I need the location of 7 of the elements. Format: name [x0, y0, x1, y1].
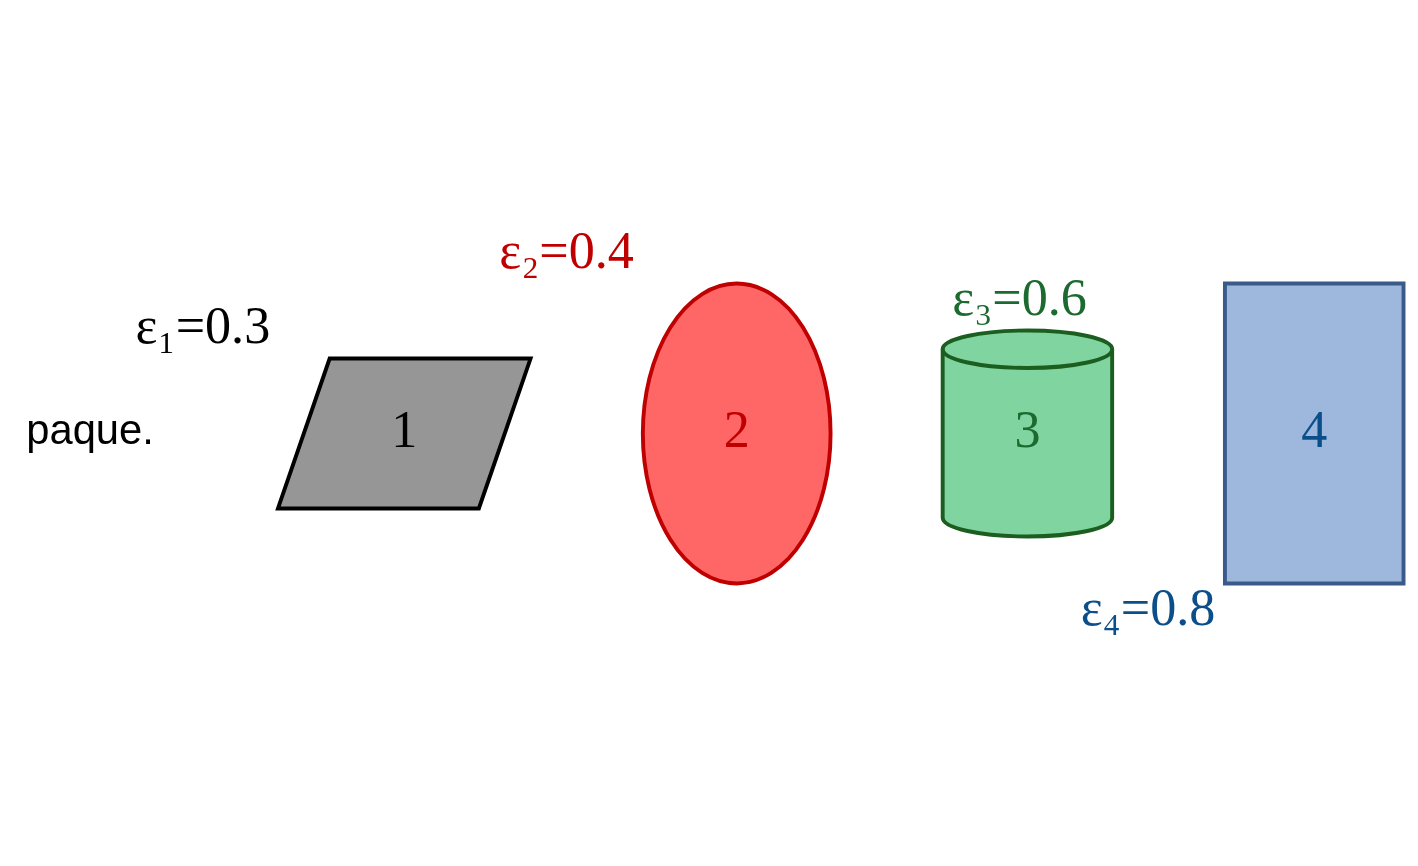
- node-ellipse: 2: [640, 281, 833, 585]
- node-label: ε₄=0.8: [1080, 578, 1216, 636]
- label: paque.: [26, 405, 154, 453]
- node-box: 4: [1222, 281, 1406, 585]
- node-label: ε₂=0.4: [499, 221, 634, 279]
- node-label: ε₁=0.3: [135, 296, 271, 354]
- node-label: ε₃=0.6: [952, 268, 1087, 326]
